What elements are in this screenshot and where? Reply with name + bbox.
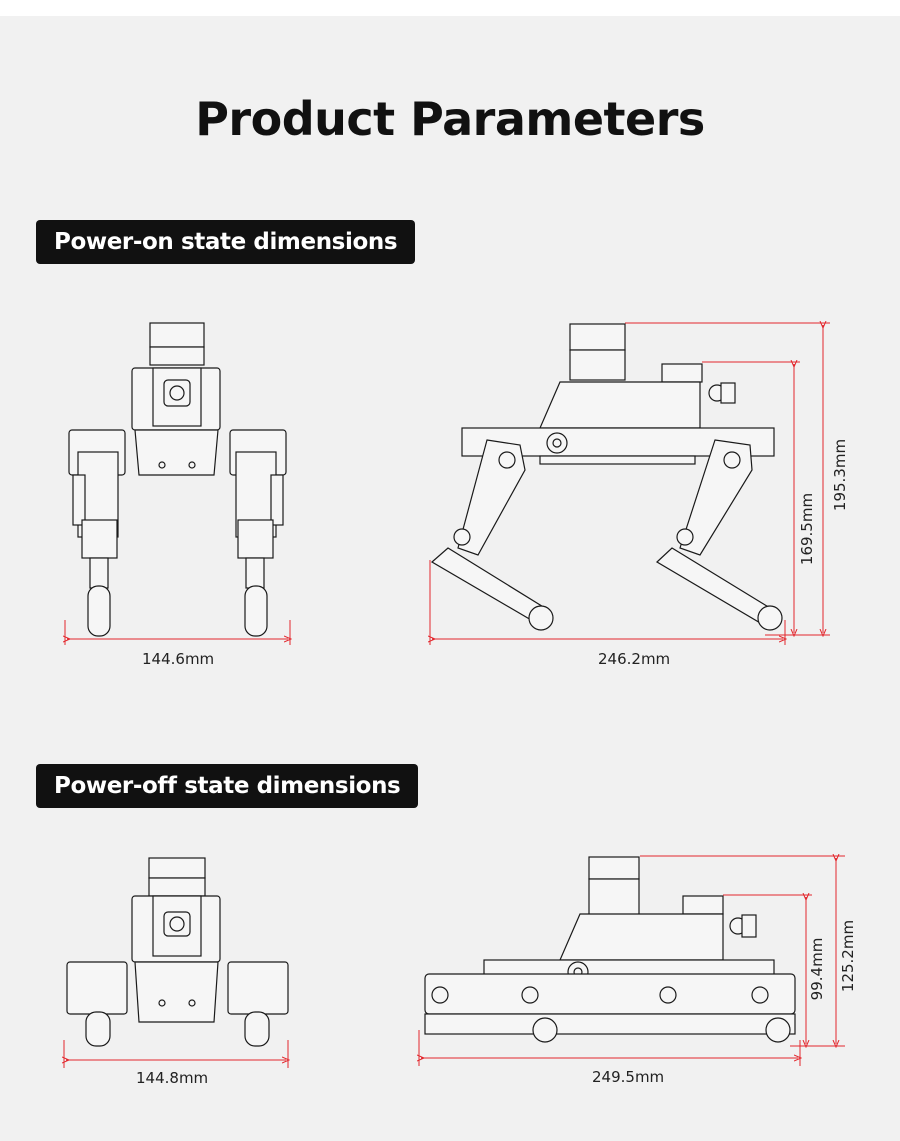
on-side-length-label: 246.2mm [598, 650, 671, 668]
robot-side-view-power-off [424, 856, 796, 1043]
off-side-length-label: 249.5mm [592, 1068, 665, 1086]
on-front-width-label: 144.6mm [142, 650, 215, 668]
on-body-height-label: 169.5mm [798, 492, 816, 566]
robot-side-view-power-on [430, 323, 783, 631]
dimension-lines [64, 323, 845, 1068]
off-front-width-label: 144.8mm [136, 1069, 209, 1087]
power-off-section-label: Power-off state dimensions [36, 764, 419, 808]
page-title: Product Parameters [195, 92, 705, 146]
off-body-height-label: 99.4mm [808, 937, 826, 1001]
robot-front-view-power-on [68, 322, 287, 637]
robot-front-view-power-off [66, 857, 289, 1047]
on-total-height-label: 195.3mm [831, 438, 849, 512]
off-total-height-label: 125.2mm [839, 919, 857, 993]
power-on-section-label: Power-on state dimensions [36, 220, 416, 264]
